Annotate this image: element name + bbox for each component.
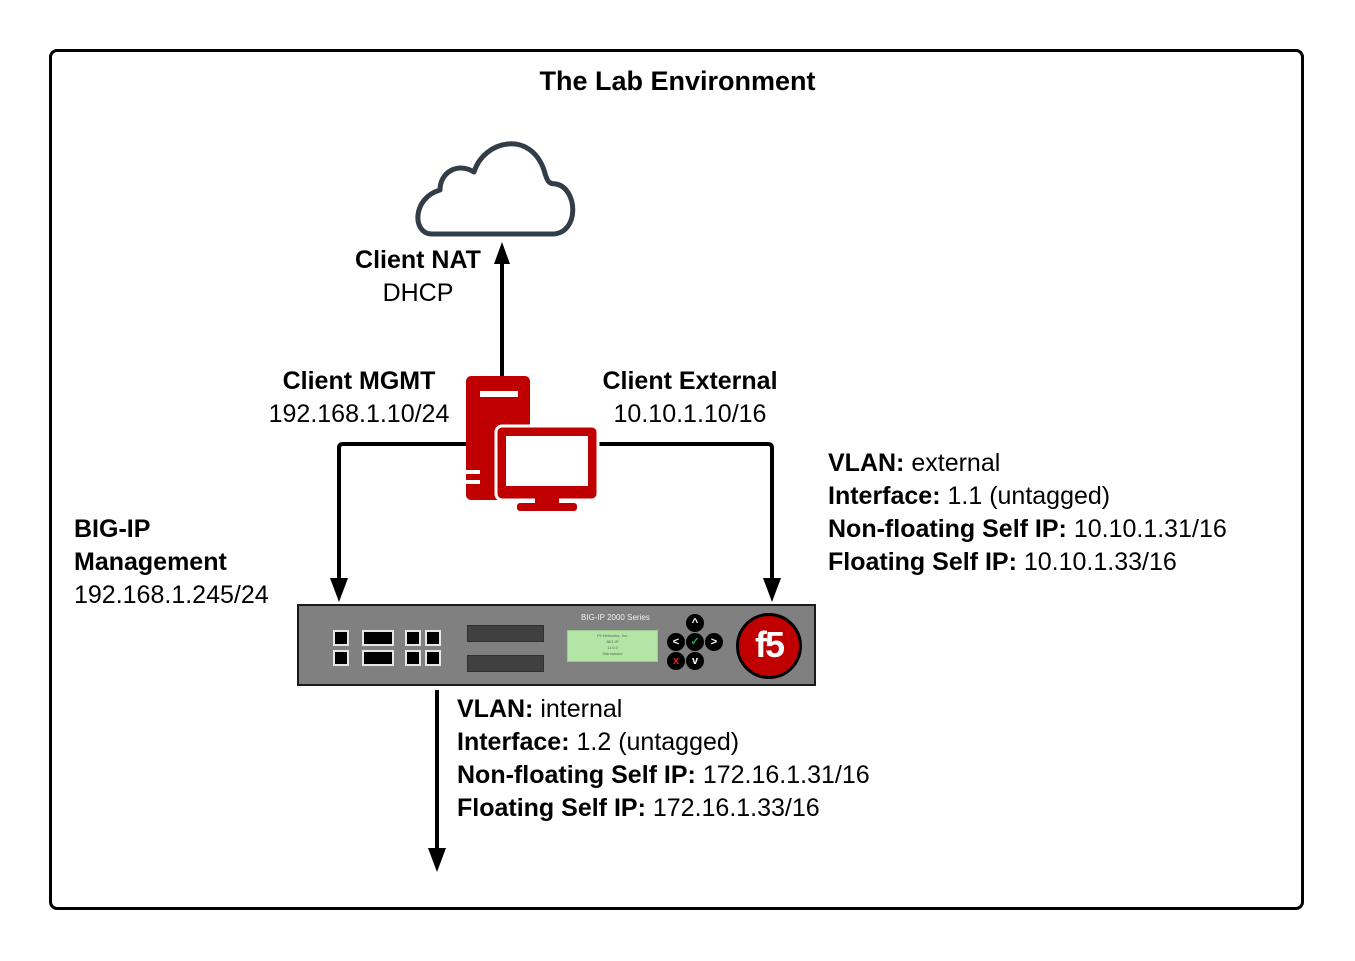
client-mgmt-title: Client MGMT: [282, 367, 436, 395]
port: [405, 630, 421, 646]
bigip-device: BIG-IP 2000 Series F5 Networks, Inc. BIG…: [297, 604, 816, 686]
port: [405, 650, 421, 666]
diagram-frame: [49, 49, 1304, 910]
client-external-label: Client External 10.10.1.10/16: [590, 365, 790, 431]
lcd-line: 11.6.0: [607, 645, 618, 650]
external-float-row: Floating Self IP: 10.10.1.33/16: [828, 548, 1177, 576]
internal-arrowhead: [428, 848, 446, 872]
client-external-value: 10.10.1.10/16: [613, 400, 767, 428]
nav-cancel-icon: x: [667, 652, 685, 670]
nav-up-icon: ^: [686, 614, 704, 632]
internal-vlan-row: VLAN: internal: [457, 695, 623, 723]
client-mgmt-label: Client MGMT 192.168.1.10/24: [255, 365, 463, 431]
bigip-mgmt-value: 192.168.1.245/24: [74, 581, 269, 609]
mgmt-arrowhead: [330, 578, 348, 602]
client-nat-label: Client NAT DHCP: [340, 244, 496, 310]
lcd-display: F5 Networks, Inc. BIG-IP 11.6.0 Standalo…: [567, 630, 658, 662]
port: [333, 650, 349, 666]
bigip-mgmt-line2: Management: [74, 548, 227, 576]
port: [362, 630, 394, 646]
external-interface-row: Interface: 1.1 (untagged): [828, 482, 1111, 510]
external-vlan-info: VLAN: external Interface: 1.1 (untagged)…: [828, 447, 1227, 579]
drive-slot: [467, 655, 544, 672]
internal-interface-row: Interface: 1.2 (untagged): [457, 728, 740, 756]
client-nat-value: DHCP: [382, 279, 454, 307]
port: [425, 650, 441, 666]
client-nat-title: Client NAT: [355, 246, 481, 274]
lcd-line: BIG-IP: [606, 639, 619, 644]
client-computer-icon: [466, 376, 600, 511]
port: [362, 650, 394, 666]
internal-vlan-info: VLAN: internal Interface: 1.2 (untagged)…: [457, 693, 870, 825]
cloud-icon: [415, 141, 576, 237]
port: [333, 630, 349, 646]
external-nonfloat-row: Non-floating Self IP: 10.10.1.31/16: [828, 515, 1227, 543]
diagram-title: The Lab Environment: [539, 66, 816, 96]
bigip-mgmt-line1: BIG-IP: [74, 515, 151, 543]
mgmt-link: [337, 442, 470, 580]
internal-float-row: Floating Self IP: 172.16.1.33/16: [457, 794, 820, 822]
external-link: [590, 442, 774, 580]
internal-nonfloat-row: Non-floating Self IP: 172.16.1.31/16: [457, 761, 870, 789]
nav-ok-icon: ✓: [686, 633, 704, 651]
nav-right-icon: >: [705, 633, 723, 651]
device-series-label: BIG-IP 2000 Series: [581, 613, 650, 622]
client-external-title: Client External: [602, 367, 778, 395]
client-mgmt-value: 192.168.1.10/24: [268, 400, 450, 428]
bigip-mgmt-label: BIG-IP Management 192.168.1.245/24: [74, 513, 269, 612]
lcd-line: Standalone: [602, 651, 623, 656]
drive-slot: [467, 625, 544, 642]
lcd-line: F5 Networks, Inc.: [596, 633, 629, 638]
nat-arrowhead: [494, 242, 510, 264]
external-vlan-row: VLAN: external: [828, 449, 1001, 477]
nav-down-icon: v: [686, 652, 704, 670]
port: [425, 630, 441, 646]
f5-logo: f5: [736, 613, 802, 679]
nav-left-icon: <: [667, 633, 685, 651]
external-arrowhead: [763, 578, 781, 602]
